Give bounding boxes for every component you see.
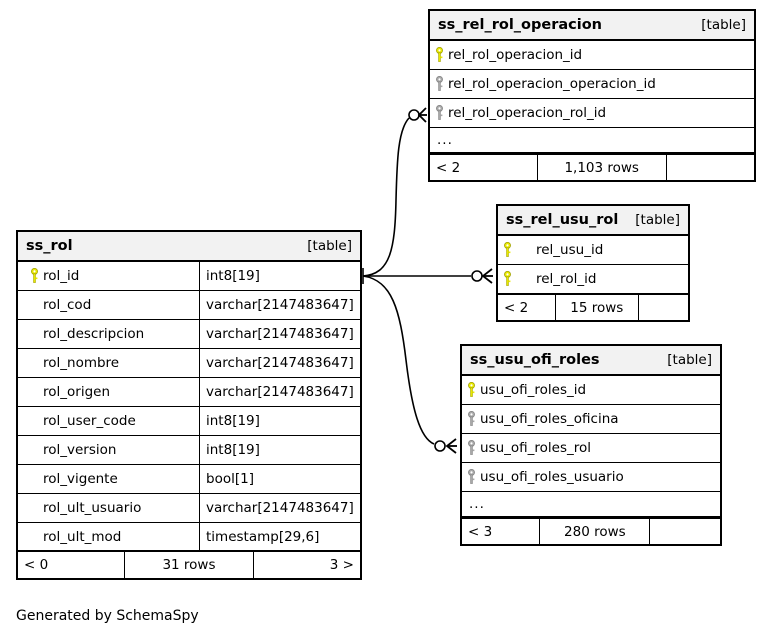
footer-parent-count: < 0 [24,557,49,573]
column-type: varchar[2147483647] [206,500,354,516]
edge-ss_rol-to-ss_rel_usu_rol [363,268,493,284]
column-name: rol_cod [43,297,92,313]
table-title: ss_rol [26,238,73,254]
table-ss_rel_rol_operacion[interactable]: ss_rel_rol_operacion [table] rel_rol_ope… [428,9,756,182]
footer-row-count: 15 rows [555,295,639,320]
column-type: varchar[2147483647] [206,384,354,400]
table-footer: < 2 15 rows [498,294,688,320]
column-name: rel_rol_operacion_rol_id [448,105,607,121]
more-columns-indicator: ... [430,128,754,154]
primary-key-icon [430,47,448,63]
foreign-key-icon [430,105,448,121]
table-row[interactable]: rol_origen varchar[2147483647] [18,378,360,407]
table-title: ss_rel_rol_operacion [438,17,603,33]
primary-key-icon [498,271,516,287]
table-footer: < 3 280 rows [462,518,720,544]
table-header: ss_rel_rol_operacion [table] [430,11,754,41]
footer-parent-count: < 3 [468,523,493,540]
table-type-tag: [table] [307,238,352,254]
table-row[interactable]: rol_nombre varchar[2147483647] [18,349,360,378]
footer-parent-count: < 2 [504,299,529,316]
column-name: rel_usu_id [536,242,604,258]
column-name: rol_ult_usuario [43,500,142,516]
generated-by-label: Generated by SchemaSpy [16,608,199,624]
column-type: varchar[2147483647] [206,326,354,342]
table-ss_usu_ofi_roles[interactable]: ss_usu_ofi_roles [table] usu_ofi_roles_i… [460,344,722,546]
foreign-key-icon [462,411,480,427]
column-type: int8[19] [206,413,260,429]
column-name: rol_descripcion [43,326,145,342]
table-row[interactable]: rel_usu_id [498,236,688,265]
table-type-tag: [table] [701,17,746,33]
column-type: varchar[2147483647] [206,297,354,313]
footer-child-count [650,519,720,544]
table-type-tag: [table] [667,352,712,368]
table-row[interactable]: usu_ofi_roles_usuario [462,463,720,492]
table-footer: < 0 31 rows 3 > [18,552,360,578]
column-type: timestamp[29,6] [206,528,320,545]
edge-ss_rol-to-ss_usu_ofi_roles [362,275,457,454]
footer-row-count: 1,103 rows [536,155,667,180]
table-type-tag: [table] [635,212,680,228]
footer-child-count [667,155,754,180]
column-name: rol_nombre [43,355,120,371]
table-ss_rel_usu_rol[interactable]: ss_rel_usu_rol [table] rel_usu_id [496,204,690,322]
column-name: usu_ofi_roles_oficina [480,411,619,427]
foreign-key-icon [430,76,448,92]
column-name: rol_version [43,442,117,458]
column-type: int8[19] [206,442,260,458]
more-columns-indicator: ... [462,492,720,518]
column-name: rol_user_code [43,413,136,429]
table-ss_rol[interactable]: ss_rol [table] rol_id int8[19] [16,230,362,580]
column-name: usu_ofi_roles_rol [480,440,592,456]
column-name: usu_ofi_roles_usuario [480,469,624,485]
table-row[interactable]: rel_rol_operacion_operacion_id [430,70,754,99]
table-header: ss_rol [table] [18,232,360,262]
table-title: ss_rel_usu_rol [506,212,619,228]
table-row[interactable]: rol_ult_usuario varchar[2147483647] [18,494,360,523]
table-row[interactable]: usu_ofi_roles_id [462,376,720,405]
table-row[interactable]: rel_rol_operacion_rol_id [430,99,754,128]
foreign-key-icon [462,440,480,456]
column-name: rel_rol_operacion_operacion_id [448,76,656,92]
table-row[interactable]: rol_descripcion varchar[2147483647] [18,320,360,349]
foreign-key-icon [462,469,480,485]
table-header: ss_rel_usu_rol [table] [498,206,688,236]
edge-ss_rol-to-ss_rel_rol_operacion [362,107,427,277]
table-row[interactable]: rol_cod varchar[2147483647] [18,291,360,320]
column-name: rol_id [43,268,80,284]
table-row[interactable]: rel_rol_id [498,265,688,294]
table-footer: < 2 1,103 rows [430,154,754,180]
table-row[interactable]: usu_ofi_roles_oficina [462,405,720,434]
ellipsis-label: ... [469,496,485,512]
table-row[interactable]: rol_vigente bool[1] [18,465,360,494]
footer-parent-count: < 2 [436,159,461,176]
table-row[interactable]: usu_ofi_roles_rol [462,434,720,463]
column-type: varchar[2147483647] [206,355,354,371]
column-name: rol_vigente [43,471,118,487]
column-name: rol_ult_mod [43,528,122,545]
table-title: ss_usu_ofi_roles [470,352,600,368]
primary-key-icon [498,242,516,258]
table-row[interactable]: rol_ult_mod timestamp[29,6] [18,523,360,552]
footer-child-count: 3 > [329,557,354,573]
ellipsis-label: ... [437,132,453,148]
footer-child-count [639,295,688,320]
table-row[interactable]: rol_user_code int8[19] [18,407,360,436]
column-name: rol_origen [43,384,111,400]
table-header: ss_usu_ofi_roles [table] [462,346,720,376]
primary-key-icon [25,268,43,284]
column-type: bool[1] [206,471,254,487]
footer-row-count: 280 rows [539,519,651,544]
column-name: rel_rol_id [536,271,597,287]
table-row[interactable]: rol_id int8[19] [18,262,360,291]
column-name: rel_rol_operacion_id [448,47,583,63]
primary-key-icon [462,382,480,398]
column-type: int8[19] [206,268,260,284]
footer-row-count: 31 rows [124,552,254,578]
table-row[interactable]: rol_version int8[19] [18,436,360,465]
table-row[interactable]: rel_rol_operacion_id [430,41,754,70]
column-name: usu_ofi_roles_id [480,382,587,398]
